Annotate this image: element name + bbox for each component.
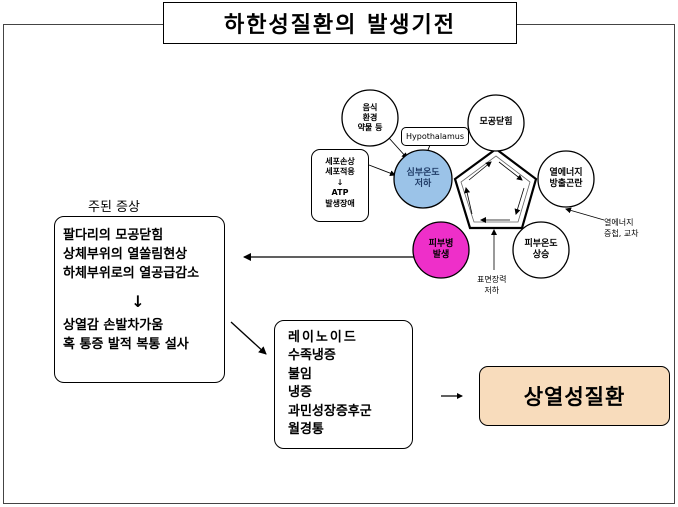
- symptom-line: 하체부위로의 열공급감소: [63, 265, 200, 281]
- cycle-arrow-2: [514, 187, 525, 215]
- diseases-box: 레이노이드 수족냉증 불임 냉증 과민성장증후군 월경통: [274, 320, 413, 449]
- symptoms-heading: 주된 증상: [88, 200, 140, 215]
- input-factors-label: 음식 환경 약물 등: [357, 103, 383, 132]
- symptom-line: 팔다리의 모공닫힘: [63, 228, 164, 243]
- pore-close-label: 모공닫힘: [479, 117, 513, 128]
- disease-item: 불임: [288, 366, 312, 382]
- cycle-pentagon-inner: [460, 155, 531, 223]
- surface-tension-note: 표면장력 저하: [477, 275, 507, 295]
- symptom-line: 상체부위의 열쏠림현상: [63, 246, 188, 262]
- heat-energy-label: 열에너지 방출곤란: [549, 167, 583, 189]
- to-diseases-arrow: [230, 321, 267, 355]
- skin-disease-label: 피부병 발생: [428, 238, 454, 260]
- page-title: 하한성질환의 발생기전: [163, 2, 517, 44]
- disease-item: 수족냉증: [288, 348, 336, 364]
- cycle-arrow-1: [498, 161, 523, 181]
- node-skin-temp: [512, 221, 570, 279]
- node-heat-energy: [537, 150, 595, 208]
- cell-damage-box: 세포손상 세포적응 ↓ ATP 발생장애: [311, 149, 369, 222]
- symptom-line: 혹 통증 발적 복통 설사: [63, 336, 189, 352]
- disease-item: 레이노이드: [288, 330, 358, 345]
- cycle-pentagon-outer: [453, 147, 538, 230]
- skin-temp-label: 피부온도 상승: [524, 238, 558, 260]
- cycle-arrow-5: [468, 161, 492, 181]
- hypothalamus-label: Hypothalamus: [401, 127, 469, 146]
- cycle-arrow-4: [464, 187, 473, 215]
- symptoms-down-arrow: ↓: [131, 291, 145, 311]
- page-title-text: 하한성질환의 발생기전: [223, 13, 457, 38]
- heat-energy-note: 열에너지 증첩, 교차: [604, 218, 639, 238]
- result-label: 상열성질환: [523, 385, 626, 409]
- heat-note-arrow: [565, 207, 605, 221]
- disease-item: 월경통: [288, 422, 324, 438]
- core-temp-label: 심부온도 저하: [406, 167, 440, 189]
- symptom-line: 상열감 손발차가움: [63, 317, 164, 333]
- cell-box-arrow: [368, 164, 396, 177]
- symptoms-box: 팔다리의 모공닫힘 상체부위의 열쏠림현상 하체부위로의 열공급감소 ↓ 상열감…: [54, 216, 225, 383]
- node-input-factors: [341, 89, 399, 147]
- disease-item: 과민성장증후군: [288, 403, 372, 419]
- node-core-temp: [393, 149, 453, 209]
- node-pore-close: [467, 94, 525, 152]
- result-box: 상열성질환: [479, 366, 670, 426]
- node-skin-disease: [412, 221, 470, 279]
- disease-item: 냉증: [288, 385, 312, 401]
